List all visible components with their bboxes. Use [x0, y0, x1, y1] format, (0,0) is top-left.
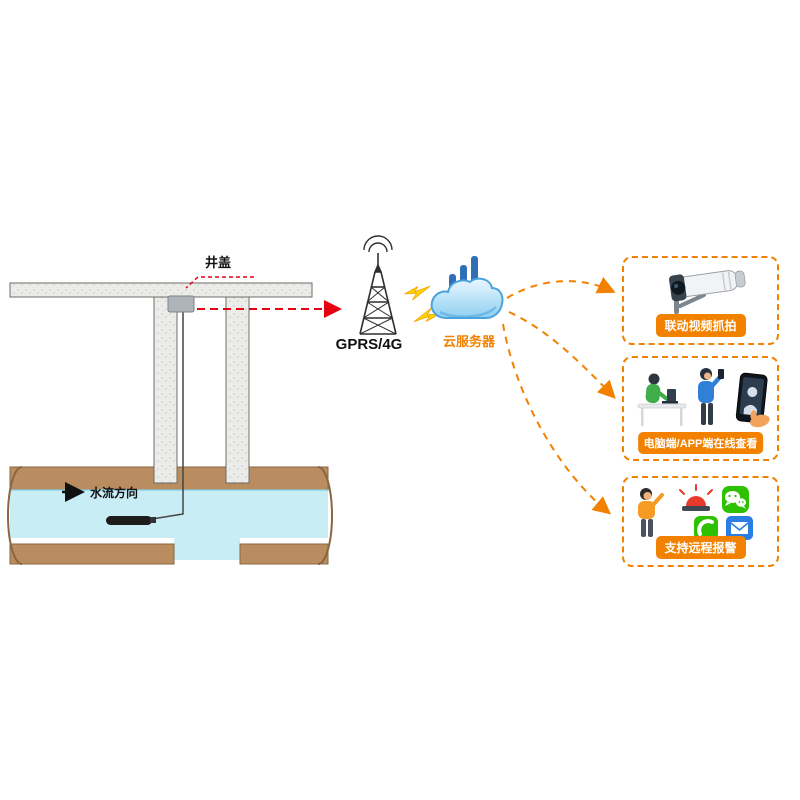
- people-devices-icon: [637, 368, 770, 428]
- cctv-camera-icon: [669, 270, 746, 314]
- lightning-bolts-icon: [404, 285, 440, 323]
- manhole-cover-slab: [9, 282, 313, 298]
- sensor-cable: [151, 312, 184, 520]
- person-icon: [638, 488, 664, 537]
- well-wall-right: [225, 296, 250, 484]
- cloud-shape: [430, 277, 504, 319]
- pipe-left-cap: [7, 466, 23, 565]
- well-cross-section: [7, 276, 333, 565]
- output-box-remote-alarm: 支持远程报警: [622, 476, 779, 567]
- water-sump: [174, 538, 240, 560]
- manhole-cover-label: 井盖: [205, 255, 232, 270]
- output-label-remote-alarm: 支持远程报警: [655, 536, 746, 559]
- cell-tower-icon: [359, 235, 397, 335]
- wechat-icon: [722, 486, 749, 513]
- orange-dashed-arrow-3: [502, 323, 612, 515]
- output-box-online-view: 电脑端/APP端在线查看: [622, 356, 779, 461]
- sensor-connector: [150, 517, 156, 523]
- flow-direction-label: 水流方向: [90, 486, 139, 500]
- orange-dashed-arrow-2: [508, 311, 616, 399]
- well-logger-device: [167, 295, 195, 313]
- cloud-server-icon: [430, 256, 504, 319]
- soil-lower-left: [9, 543, 175, 565]
- pipe-right-cap: [317, 466, 333, 565]
- orange-dashed-arrow-1: [506, 276, 616, 299]
- water-body: [10, 490, 328, 538]
- output-label-online-view: 电脑端/APP端在线查看: [637, 432, 764, 454]
- output-box-video-capture: 联动视频抓拍: [622, 256, 779, 345]
- cover-leader-line: [185, 276, 254, 289]
- phone-call-icon: [694, 516, 718, 540]
- alarm-beacon-icon: [679, 484, 713, 511]
- gprs-4g-label: GPRS/4G: [335, 336, 403, 353]
- alarm-wechat-mail-icons: [638, 484, 753, 540]
- mail-icon: [726, 516, 753, 540]
- soil-lower-right: [239, 543, 329, 565]
- output-label-video-capture: 联动视频抓拍: [655, 314, 746, 337]
- well-wall-left: [153, 296, 178, 484]
- cloud-server-label: 云服务器: [442, 334, 495, 349]
- water-level-sensor: [106, 516, 152, 525]
